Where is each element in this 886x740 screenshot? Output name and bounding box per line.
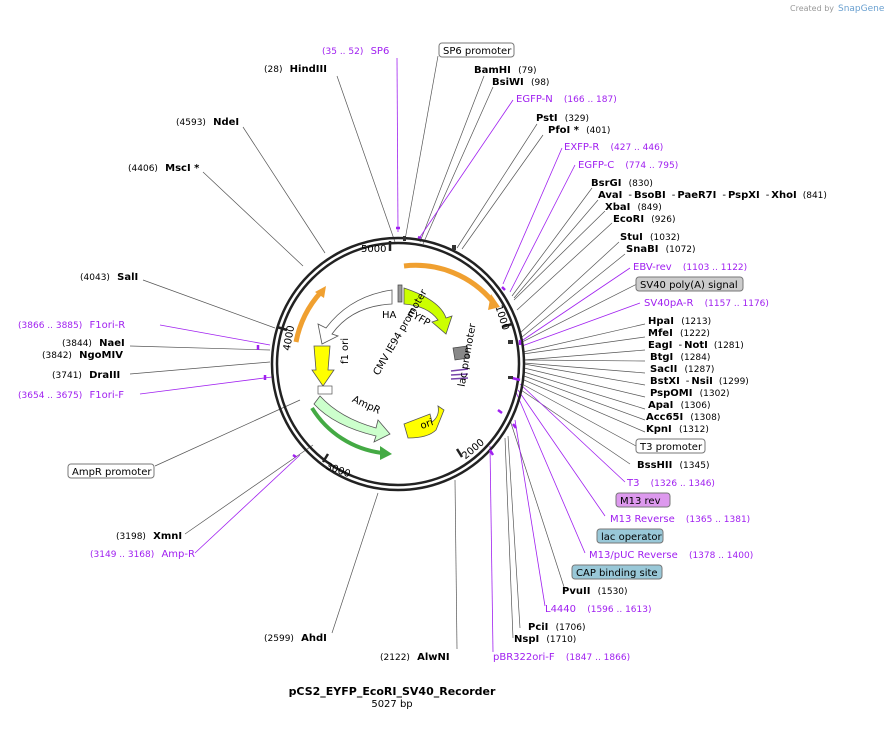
primer-sp6: (35 .. 52) SP6 — [322, 46, 389, 57]
site-pfoi: PfoI * (401) — [548, 125, 610, 136]
site-alwni: (2122) AlwNI — [380, 652, 450, 663]
site-sali: (4043) SalI — [80, 272, 138, 283]
site-xmni: (3198) XmnI — [116, 531, 182, 542]
primer-sv40pa-r: SV40pA-R (1157 .. 1176) — [644, 298, 769, 309]
site-apai: ApaI (1306) — [648, 400, 711, 411]
feature-eyfp[interactable] — [403, 287, 453, 335]
feature-ori[interactable] — [403, 405, 445, 439]
site-acc65i: Acc65I (1308) — [646, 412, 720, 423]
svg-text:T3 promoter: T3 promoter — [639, 442, 703, 453]
box-lac-operator: lac operator — [596, 528, 664, 544]
box-cap-binding-site: CAP binding site — [571, 564, 663, 580]
feature-orange-top — [403, 262, 495, 304]
site-pvuii: PvuII (1530) — [562, 586, 628, 597]
site-hpai: HpaI (1213) — [648, 316, 711, 327]
site-ndei: (4593) NdeI — [176, 117, 239, 128]
svg-text:CAP binding site: CAP binding site — [576, 568, 658, 579]
site-sacii: SacII (1287) — [650, 364, 714, 375]
primer-pbr322ori-f: pBR322ori-F (1847 .. 1866) — [493, 652, 630, 663]
leader-lines — [129, 55, 646, 650]
watermark-brand: SnapGene — [838, 4, 885, 14]
box-m13-rev: M13 rev — [615, 492, 671, 508]
site-ngomiv: (3842) NgoMIV — [42, 350, 123, 361]
svg-text:SP6 promoter: SP6 promoter — [443, 46, 512, 57]
site-draiii: (3741) DraIII — [52, 370, 120, 381]
primer-egfp-n: EGFP-N (166 .. 187) — [516, 94, 617, 105]
site-xbai: XbaI (849) — [605, 202, 662, 213]
ruler-3000: 3000 — [324, 461, 352, 480]
box-sp6-promoter: SP6 promoter — [438, 42, 515, 58]
feature-green-outer — [310, 406, 383, 455]
ruler-ticks — [276, 241, 513, 463]
svg-text:AmpR promoter: AmpR promoter — [72, 467, 152, 478]
site-nspi: NspI (1710) — [514, 634, 576, 645]
ruler-5000: 5000 — [361, 244, 386, 255]
site-msci: (4406) MscI * — [128, 163, 200, 174]
label-f1-ori: f1 ori — [340, 338, 351, 364]
feature-cmv-promoter[interactable] — [317, 289, 393, 345]
primer-egfp-c: EGFP-C (774 .. 795) — [578, 160, 678, 171]
feature-orange-top-head — [488, 294, 500, 310]
primer-marks — [256, 226, 522, 459]
feature-ampr[interactable] — [313, 395, 391, 443]
site-kpni: KpnI (1312) — [646, 424, 709, 435]
box-t3-promoter: T3 promoter — [635, 438, 706, 454]
primer-ebv-rev: EBV-rev (1103 .. 1122) — [633, 262, 747, 273]
primer-m13-puc-reverse: M13/pUC Reverse (1378 .. 1400) — [589, 550, 753, 561]
site-avai-group: AvaI-BsoBI-PaeR7I-PspXI-XhoI(841) — [598, 190, 827, 201]
primer-leader-lines — [139, 57, 641, 653]
feature-lac-stripes — [450, 368, 469, 380]
feature-green-outer-head — [380, 446, 392, 460]
site-pspomi: PspOMI (1302) — [650, 388, 730, 399]
box-sv40-polya: SV40 poly(A) signal — [635, 276, 744, 292]
feature-orange-left-head — [315, 286, 326, 298]
feature-ampr-promoter-small — [317, 385, 333, 395]
site-pcii: PciI (1706) — [528, 622, 586, 633]
feature-lac-box — [452, 345, 470, 361]
svg-text:lac operator: lac operator — [601, 532, 662, 543]
site-eagi: EagI-NotI(1281) — [648, 340, 744, 351]
watermark-created-by: Created by — [790, 4, 834, 13]
primer-f1ori-r: (3866 .. 3885) F1ori-R — [18, 320, 125, 331]
label-ha: HA — [382, 310, 397, 321]
feature-f1-ori[interactable] — [311, 345, 335, 387]
site-hindiii: (28) HindIII — [264, 64, 327, 75]
primer-m13-reverse: M13 Reverse (1365 .. 1381) — [610, 514, 750, 525]
backbone-outer — [270, 236, 526, 492]
site-psti: PstI (329) — [536, 113, 589, 124]
site-stui: StuI (1032) — [620, 232, 680, 243]
primer-l4440: L4440 (1596 .. 1613) — [545, 604, 652, 615]
site-bstxi: BstXI-NsiI(1299) — [650, 376, 749, 387]
site-bsshii: BssHII (1345) — [637, 460, 709, 471]
plasmid-length: 5027 bp — [371, 699, 412, 710]
primer-f1ori-f: (3654 .. 3675) F1ori-F — [18, 390, 124, 401]
site-bsiwi: BsiWI (98) — [492, 77, 549, 88]
backbone-inner — [275, 241, 521, 487]
primer-t3: T3 (1326 .. 1346) — [626, 478, 715, 489]
feature-marks — [403, 236, 513, 379]
site-ecori: EcoRI (926) — [613, 214, 675, 225]
site-mfei: MfeI (1222) — [648, 328, 710, 339]
box-ampr-promoter: AmpR promoter — [67, 463, 155, 479]
site-naei: (3844) NaeI — [62, 338, 125, 349]
label-ampr: AmpR — [350, 394, 382, 417]
primer-amp-r: (3149 .. 3168) Amp-R — [90, 549, 195, 560]
feature-orange-left — [293, 290, 323, 343]
site-bsrgi: BsrGI (830) — [591, 178, 653, 189]
site-snabi: SnaBI (1072) — [626, 244, 696, 255]
svg-text:M13 rev: M13 rev — [620, 496, 661, 507]
site-ahdi: (2599) AhdI — [264, 633, 327, 644]
label-ori: ori — [419, 417, 435, 432]
ruler-4000: 4000 — [282, 325, 297, 352]
site-bamhi: BamHI (79) — [474, 65, 537, 76]
feature-ha[interactable] — [397, 284, 403, 303]
svg-text:SV40 poly(A) signal: SV40 poly(A) signal — [640, 280, 738, 291]
plasmid-name: pCS2_EYFP_EcoRI_SV40_Recorder — [289, 685, 496, 698]
primer-exfp-r: EXFP-R (427 .. 446) — [564, 142, 663, 153]
site-btgi: BtgI (1284) — [650, 352, 710, 363]
